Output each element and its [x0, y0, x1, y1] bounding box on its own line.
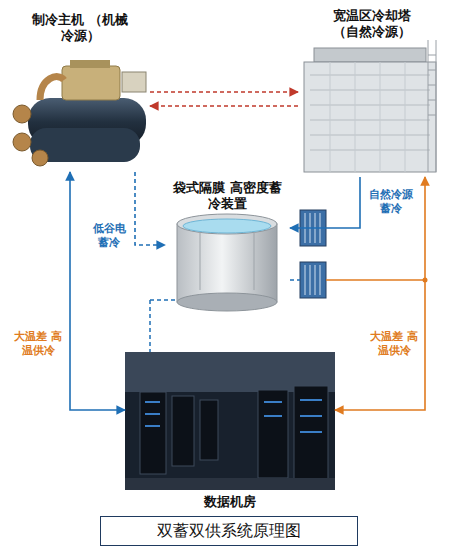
pipe-line	[290, 177, 360, 228]
pipe-line	[290, 279, 300, 281]
pipe-flange	[13, 105, 31, 123]
node-title: 数据机房	[130, 494, 330, 510]
tank-water	[183, 219, 271, 233]
pipe-line	[335, 177, 425, 410]
tower-ladder	[428, 40, 436, 172]
control-panel	[122, 72, 146, 92]
room-background	[125, 352, 335, 490]
node-box: 宽温区冷却塔 （自然冷源）	[298, 8, 445, 177]
pipe-connector	[335, 177, 425, 410]
tower-louver	[310, 75, 430, 150]
heat-exchanger-body	[300, 262, 326, 298]
node-title: 制冷主机 （机械冷源）	[30, 12, 130, 44]
tower-body	[304, 62, 436, 172]
tower-frame	[330, 62, 405, 172]
data-center-illustration	[125, 352, 335, 490]
pipe-connector	[290, 177, 360, 228]
heat-exchanger-body	[300, 210, 326, 246]
server-rack	[140, 392, 166, 474]
node-title: 袋式隔膜 高密度蓄冷装置	[173, 180, 283, 212]
node-box: 袋式隔膜 高密度蓄冷装置	[165, 180, 290, 310]
pipe-flange	[13, 133, 31, 151]
tank-bag	[200, 232, 254, 290]
chiller-illustration	[13, 60, 146, 166]
edge-label: 大温差 高温供冷	[12, 330, 64, 358]
pipe-connector	[150, 92, 298, 106]
heat-exchanger-plate	[305, 265, 320, 295]
pipe-line	[150, 91, 298, 93]
edge-label: 自然冷源 蓄冷	[366, 188, 416, 216]
tank-bottom	[177, 293, 277, 311]
figure-caption: 双蓄双供系统原理图	[100, 516, 358, 546]
tank-body	[177, 224, 277, 302]
pipe-line	[150, 299, 177, 301]
heat-exchanger	[300, 210, 326, 246]
heat-exchanger	[300, 262, 326, 298]
pipe-line	[70, 172, 125, 410]
node-title: 宽温区冷却塔 （自然冷源）	[322, 8, 422, 40]
pipe-junction	[423, 278, 428, 283]
server-rack	[172, 396, 194, 466]
node-box: 制冷主机 （机械冷源）	[10, 12, 150, 172]
server-light	[145, 400, 322, 432]
server-rack	[200, 400, 218, 460]
chiller-compressor	[70, 60, 110, 68]
pipe-line	[150, 105, 298, 107]
edge-label: 大温差 高温供冷	[368, 330, 420, 358]
pipe-line	[135, 172, 165, 245]
heat-exchanger-plate	[305, 213, 320, 243]
copper-pipe	[40, 77, 64, 100]
storage-tank-illustration	[177, 214, 277, 311]
chiller-compressor	[62, 66, 120, 100]
node-box: 数据机房	[125, 350, 335, 510]
cooling-tower-illustration	[304, 40, 436, 172]
pipe-connector	[70, 172, 125, 410]
server-rack	[258, 390, 288, 478]
tower-top	[314, 48, 426, 62]
pipe-connector	[135, 172, 165, 245]
pipe-line	[326, 279, 425, 281]
edge-label: 低谷电 蓄冷	[88, 222, 130, 250]
room-floor	[125, 478, 335, 490]
pipe-flange	[32, 150, 48, 166]
tank-rim	[177, 214, 277, 234]
